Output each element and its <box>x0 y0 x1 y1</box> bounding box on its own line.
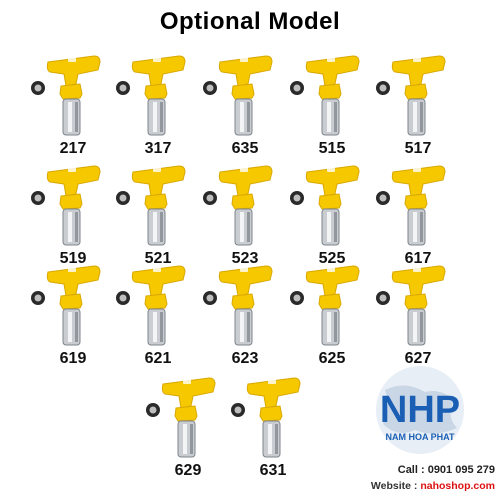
website-label: Website : <box>370 480 421 492</box>
tip-item: 519 <box>28 158 118 268</box>
tip-item: 635 <box>200 48 290 158</box>
tip-item: 523 <box>200 158 290 268</box>
tip-item: 517 <box>373 48 463 158</box>
spray-tip-icon <box>203 165 273 246</box>
model-number: 631 <box>259 462 287 479</box>
spray-tip-icon <box>290 55 360 136</box>
tip-item: 619 <box>28 258 118 368</box>
spray-tip-icon <box>290 265 360 346</box>
spray-tip-icon <box>376 55 446 136</box>
tip-item: 629 <box>143 370 233 480</box>
model-number: 519 <box>59 250 87 267</box>
tip-item: 617 <box>373 158 463 268</box>
spray-tip-icon <box>231 377 301 458</box>
spray-tip-icon <box>290 165 360 246</box>
model-number: 623 <box>231 350 259 367</box>
tip-item: 317 <box>113 48 203 158</box>
tip-item: 625 <box>287 258 377 368</box>
tip-item: 521 <box>113 158 203 268</box>
model-number: 619 <box>59 350 87 367</box>
spray-tip-icon <box>146 377 216 458</box>
spray-tip-icon <box>376 165 446 246</box>
spray-tip-icon <box>203 55 273 136</box>
model-number: 217 <box>59 140 87 157</box>
spray-tip-icon <box>376 265 446 346</box>
tip-item: 623 <box>200 258 290 368</box>
model-number: 515 <box>318 140 346 157</box>
model-number: 617 <box>404 250 432 267</box>
spray-tip-icon <box>116 265 186 346</box>
call-line: Call : 0901 095 279 <box>397 464 495 476</box>
spray-tip-icon <box>31 265 101 346</box>
spray-tip-icon <box>116 55 186 136</box>
model-number: 523 <box>231 250 259 267</box>
website-link[interactable]: nahoshop.com <box>420 480 495 492</box>
logo-text: NHP <box>380 389 460 431</box>
model-number: 517 <box>404 140 432 157</box>
model-number: 525 <box>318 250 346 267</box>
spray-tip-icon <box>116 165 186 246</box>
model-number: 625 <box>318 350 346 367</box>
model-number: 621 <box>144 350 172 367</box>
tip-item: 525 <box>287 158 377 268</box>
tip-item: 627 <box>373 258 463 368</box>
model-number: 635 <box>231 140 259 157</box>
model-number: 521 <box>144 250 172 267</box>
tip-item: 217 <box>28 48 118 158</box>
spray-tip-icon <box>31 165 101 246</box>
website-line: Website : nahoshop.com <box>330 480 495 492</box>
tip-item: 515 <box>287 48 377 158</box>
model-number: 627 <box>404 350 432 367</box>
model-number: 629 <box>174 462 202 479</box>
spray-tip-icon <box>203 265 273 346</box>
page-title: Optional Model <box>159 8 341 35</box>
spray-tip-icon <box>31 55 101 136</box>
tip-item: 621 <box>113 258 203 368</box>
logo-subtitle: NAM HOA PHAT <box>386 432 455 442</box>
model-number: 317 <box>144 140 172 157</box>
tip-item: 631 <box>228 370 318 480</box>
nhp-logo: NHP NAM HOA PHAT <box>376 366 464 454</box>
